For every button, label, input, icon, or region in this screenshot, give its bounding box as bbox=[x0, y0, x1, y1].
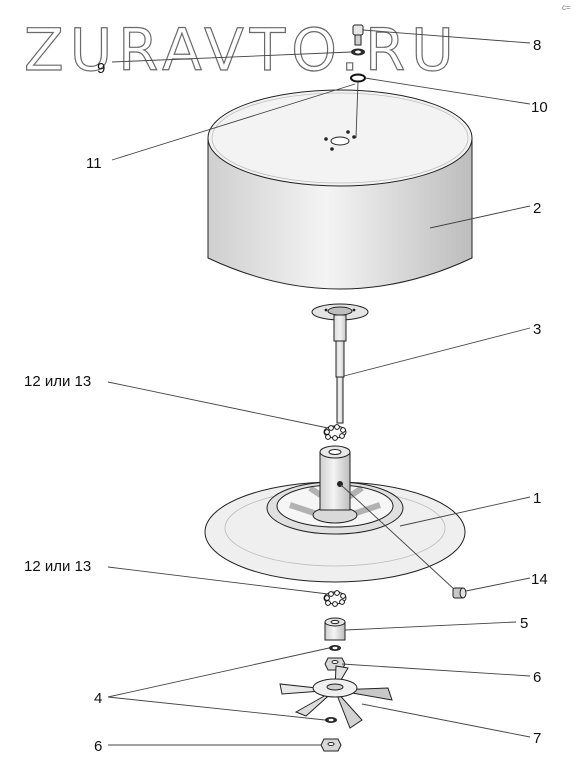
callout-7: 7 bbox=[533, 730, 541, 747]
callout-4: 4 bbox=[94, 690, 102, 707]
part-2-cover-drum bbox=[207, 89, 473, 290]
part-9-spring-washer bbox=[351, 48, 365, 56]
callout-1: 1 bbox=[533, 490, 541, 507]
callout-12-or-13-upper: 12 или 13 bbox=[24, 373, 91, 390]
part-1-hub-disc bbox=[204, 445, 466, 583]
part-6-nut-lower bbox=[320, 738, 342, 752]
callout-14: 14 bbox=[531, 571, 548, 588]
callout-2: 2 bbox=[533, 200, 541, 217]
callout-8: 8 bbox=[533, 37, 541, 54]
part-4-washer-lower bbox=[325, 717, 337, 723]
part-14-grease-fitting bbox=[452, 587, 467, 599]
part-12-13-bearing-upper bbox=[323, 424, 347, 441]
part-7-impeller bbox=[279, 665, 393, 729]
part-8-bolt bbox=[352, 24, 364, 46]
callout-6-upper: 6 bbox=[533, 669, 541, 686]
part-3-shaft bbox=[311, 303, 369, 424]
leader-lines bbox=[107, 29, 531, 746]
watermark-logo: ZURAVTO.RU bbox=[24, 16, 460, 84]
callout-6-lower: 6 bbox=[94, 738, 102, 755]
callout-5: 5 bbox=[520, 615, 528, 632]
callout-12-or-13-lower: 12 или 13 bbox=[24, 558, 91, 575]
callout-9: 9 bbox=[97, 60, 105, 77]
part-5-spacer bbox=[324, 617, 346, 641]
corner-mark: c= bbox=[562, 3, 571, 12]
callout-10: 10 bbox=[531, 99, 548, 116]
part-12-13-bearing-lower bbox=[323, 590, 347, 607]
callout-3: 3 bbox=[533, 321, 541, 338]
part-4-washer-upper bbox=[329, 645, 341, 651]
part-10-flat-washer bbox=[350, 73, 366, 83]
callout-11: 11 bbox=[86, 155, 102, 172]
